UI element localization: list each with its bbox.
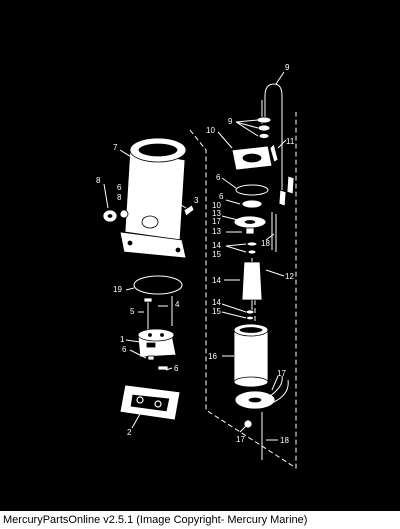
callout-2: 2 (127, 428, 132, 437)
callout-17: 17 (236, 435, 245, 444)
fitting-8 (102, 209, 129, 223)
callout-6: 6 (122, 345, 127, 354)
callout-labels: 9 10 9 11 7 6 6 10 13 17 13 8 6 8 3 18 1… (96, 63, 295, 445)
washer-15b (246, 315, 254, 321)
callout-6: 6 (216, 173, 221, 182)
callout-15: 15 (212, 307, 221, 316)
washer-9c (258, 133, 270, 139)
motor-frame (119, 137, 187, 259)
callout-8: 8 (117, 193, 122, 202)
screw-11 (269, 143, 279, 163)
callout-6: 6 (219, 192, 224, 201)
callout-7: 7 (113, 143, 118, 152)
washer-9a (256, 116, 272, 124)
leader-lines (103, 71, 287, 441)
spring-6a (147, 355, 155, 361)
end-plate-17 (234, 375, 289, 429)
callout-9: 9 (228, 117, 233, 126)
washer-9b (257, 124, 271, 132)
field-housing-16 (233, 323, 269, 388)
cable-9 (261, 83, 295, 207)
bearing-plate-13 (233, 215, 267, 235)
callout-8: 8 (96, 176, 101, 185)
leader-12 (265, 269, 285, 277)
o-ring-6 (235, 184, 269, 196)
callout-16: 16 (208, 352, 217, 361)
lead-wire-18 (271, 212, 277, 252)
brush-block-1 (137, 328, 177, 358)
callout-13: 13 (212, 227, 221, 236)
washer-15a (247, 249, 257, 255)
callout-6: 6 (117, 183, 122, 192)
callout-17: 17 (212, 217, 221, 226)
callout-12: 12 (285, 272, 294, 281)
spring-6b (157, 365, 169, 371)
callout-3: 3 (194, 196, 199, 205)
callout-9: 9 (285, 63, 290, 72)
screw-3 (183, 204, 195, 217)
callout-1: 1 (120, 335, 125, 344)
washer-14b (245, 309, 255, 315)
o-ring-19 (133, 275, 183, 295)
callout-18: 18 (280, 436, 289, 445)
assembly-boundary (189, 112, 297, 469)
callout-14: 14 (212, 276, 221, 285)
exploded-parts-diagram: 9 10 9 11 7 6 6 10 13 17 13 8 6 8 3 18 1… (96, 63, 297, 469)
callout-6: 6 (174, 364, 179, 373)
plate-10 (241, 199, 263, 209)
copyright-footer: MercuryPartsOnline v2.5.1 (Image Copyrig… (0, 511, 400, 529)
callout-10: 10 (212, 201, 221, 210)
callout-18: 18 (261, 239, 270, 248)
callout-10: 10 (206, 126, 215, 135)
end-cap-10 (231, 145, 273, 171)
callout-14: 14 (212, 298, 221, 307)
callout-15: 15 (212, 250, 221, 259)
callout-13: 13 (212, 209, 221, 218)
callout-5: 5 (130, 307, 135, 316)
callout-19: 19 (113, 285, 122, 294)
callout-17: 17 (277, 369, 286, 378)
armature-14 (241, 258, 263, 310)
callout-11: 11 (286, 137, 295, 146)
washer-14a (246, 241, 258, 247)
end-plate-2 (119, 384, 181, 421)
callout-4: 4 (175, 300, 180, 309)
callout-14: 14 (212, 241, 221, 250)
